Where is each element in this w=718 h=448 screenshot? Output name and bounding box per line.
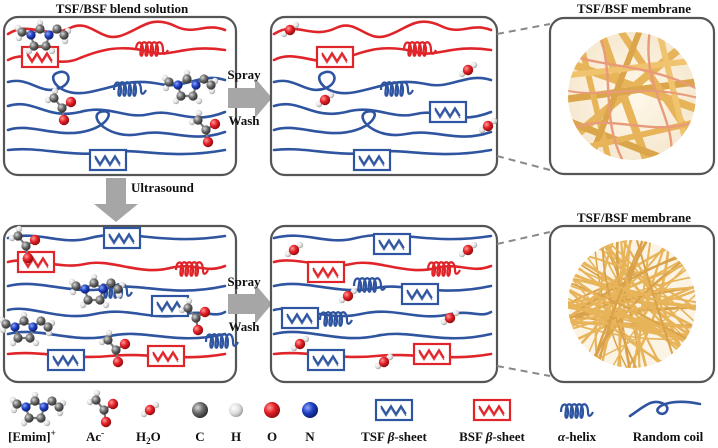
label-membrane-bottom: TSF/BSF membrane <box>577 210 691 225</box>
svg-text:TSF β-sheet: TSF β-sheet <box>361 429 427 444</box>
legend-emim: [Emim]+ <box>8 392 66 444</box>
legend-alpha: α <box>558 429 566 444</box>
legend-bsf-prefix: BSF <box>459 429 486 444</box>
legend-h2o-sub: 2 <box>146 436 151 446</box>
label-spray-bottom: Spray <box>227 274 261 289</box>
legend-tsf-suffix: -sheet <box>394 429 427 444</box>
legend: [Emim]+ Ac- H2O C H O N TSF β-sheet <box>8 390 704 446</box>
svg-text:α-helix: α-helix <box>558 429 597 444</box>
legend-water: H2O <box>136 402 161 446</box>
legend-random-coil-label: Random coil <box>633 429 704 444</box>
panel-after-spray-top <box>269 15 499 177</box>
legend-tsf-sheet: TSF β-sheet <box>361 398 428 444</box>
legend-bsf-beta: β <box>485 429 493 444</box>
label-ultrasound: Ultrasound <box>131 180 195 195</box>
legend-h2o-h: H <box>136 429 146 444</box>
carbon-atom-icon <box>192 402 208 418</box>
legend-hydrogen-label: H <box>231 429 241 444</box>
nanofiber <box>568 253 683 322</box>
panel-after-spray-bottom <box>269 224 499 384</box>
nanofiber <box>597 240 647 367</box>
hydrogen-atom-icon <box>229 403 243 417</box>
nanofiber <box>572 265 696 313</box>
nanofiber <box>638 240 653 368</box>
legend-emim-sup: + <box>51 428 56 438</box>
nitrogen-atom-icon <box>302 402 318 418</box>
legend-emim-label: [Emim] <box>8 429 51 444</box>
legend-helix: -helix <box>565 429 597 444</box>
nanofiber <box>601 240 640 368</box>
panel-after-ultrasound <box>0 226 240 384</box>
random-coil-icon <box>628 400 702 418</box>
nanofiber <box>568 280 693 343</box>
legend-ac-label: Ac <box>86 429 101 444</box>
zoom-connector <box>496 23 551 35</box>
legend-random-coil: Random coil <box>628 400 704 444</box>
legend-tsf-beta: β <box>387 429 395 444</box>
nanofiber <box>619 240 664 368</box>
spray-wash-arrow-top <box>228 78 272 118</box>
nanofiber <box>583 252 691 346</box>
zoom-connector <box>496 231 551 245</box>
svg-text:BSF β-sheet: BSF β-sheet <box>459 429 525 444</box>
legend-h2o-o: O <box>151 429 161 444</box>
ultrasound-arrow <box>94 178 138 222</box>
svg-text:H2O: H2O <box>136 429 161 446</box>
legend-oxygen-label: O <box>267 429 277 444</box>
tsf-sheet-icon <box>374 398 414 422</box>
label-wash-bottom: Wash <box>228 319 260 334</box>
legend-carbon: C <box>192 402 208 444</box>
legend-tsf-prefix: TSF <box>361 429 388 444</box>
nanofiber <box>568 264 692 331</box>
legend-oxygen: O <box>264 402 280 444</box>
oxygen-atom-icon <box>264 402 280 418</box>
legend-hydrogen: H <box>229 403 243 444</box>
nanofiber <box>568 273 687 351</box>
legend-nitrogen-label: N <box>305 429 315 444</box>
membrane-fine-fibers <box>548 224 716 384</box>
svg-text:[Emim]+: [Emim]+ <box>8 428 56 444</box>
nanofiber <box>568 262 690 321</box>
zoom-connector <box>496 155 551 171</box>
bsf-sheet-icon <box>472 398 512 422</box>
nanofiber <box>568 287 696 323</box>
legend-carbon-label: C <box>195 429 204 444</box>
nanofiber <box>568 320 696 328</box>
svg-text:Ac-: Ac- <box>86 428 104 444</box>
label-spray-top: Spray <box>227 67 261 82</box>
label-wash-top: Wash <box>228 113 260 128</box>
legend-ac-sup: - <box>101 428 104 438</box>
zoom-connector <box>496 365 551 377</box>
legend-acetate: Ac- <box>86 390 118 444</box>
legend-nitrogen: N <box>302 402 318 444</box>
label-blend-solution: TSF/BSF blend solution <box>56 1 189 16</box>
nanofiber <box>609 262 690 368</box>
legend-bsf-sheet: BSF β-sheet <box>459 398 526 444</box>
spray-wash-arrow-bottom <box>228 284 272 324</box>
nanofiber <box>573 263 683 355</box>
alpha-helix-icon <box>559 403 595 419</box>
nanofiber <box>634 240 676 361</box>
membrane-coarse-fibers <box>548 16 716 176</box>
legend-bsf-suffix: -sheet <box>492 429 525 444</box>
legend-alpha-helix: α-helix <box>558 403 597 444</box>
panel-blend-solution <box>2 15 238 177</box>
label-membrane-top: TSF/BSF membrane <box>577 1 691 16</box>
